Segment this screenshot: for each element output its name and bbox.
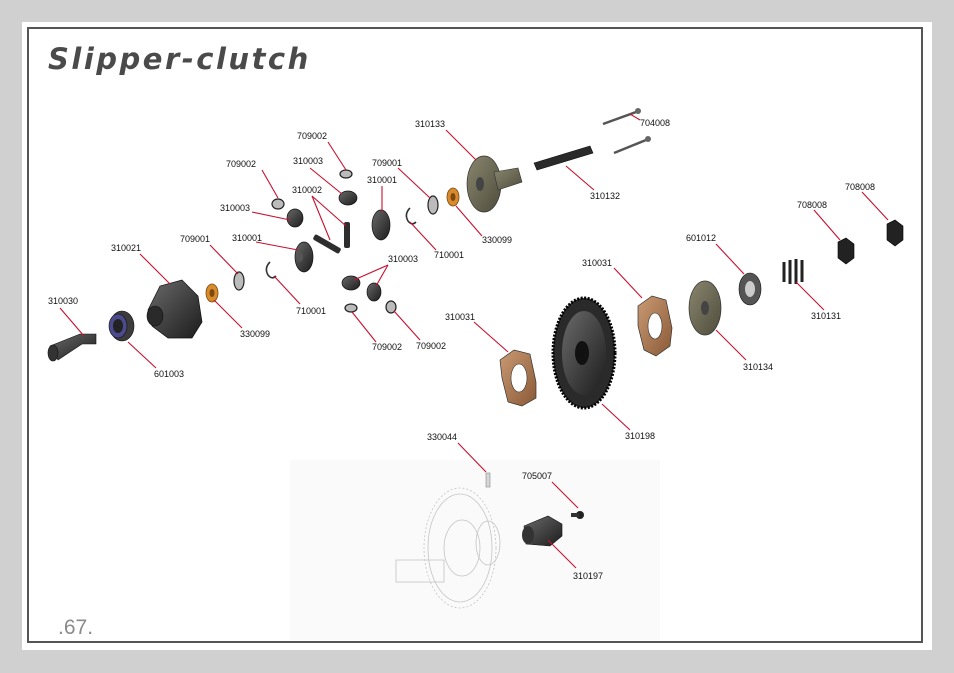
label-310134: 310134 xyxy=(743,362,773,372)
pin-330044 xyxy=(485,472,491,488)
label-601003: 601003 xyxy=(154,369,184,379)
clip-710001-right xyxy=(405,207,417,225)
pins-704008 xyxy=(602,108,651,155)
label-709001-left: 709001 xyxy=(180,234,210,244)
label-310001-left: 310001 xyxy=(232,233,262,243)
bearing-601003 xyxy=(108,310,135,342)
label-310002: 310002 xyxy=(292,185,322,195)
label-709002-c: 709002 xyxy=(372,342,402,352)
clip-710001-left xyxy=(265,261,277,279)
label-310003-lower: 310003 xyxy=(388,254,418,264)
washer-709002-c xyxy=(344,303,358,313)
label-310197: 310197 xyxy=(573,571,603,581)
label-709002-d: 709002 xyxy=(416,341,446,351)
label-310132: 310132 xyxy=(590,191,620,201)
diff-gear-310001-right xyxy=(371,209,391,241)
spring-310131 xyxy=(782,259,804,284)
washer-709002-d xyxy=(385,300,397,314)
nut-708008-a xyxy=(837,237,855,265)
cross-pins-310002 xyxy=(313,222,350,254)
assembly-inset xyxy=(290,460,660,640)
pressure-plate-310134 xyxy=(688,280,722,336)
label-310030: 310030 xyxy=(48,296,78,306)
spider-gear-310003-top xyxy=(286,208,304,228)
label-310003-upper: 310003 xyxy=(293,156,323,166)
label-310021: 310021 xyxy=(111,243,141,253)
label-310031-right: 310031 xyxy=(582,258,612,268)
washer-709002-b xyxy=(339,169,353,179)
label-310001-right: 310001 xyxy=(367,175,397,185)
page-title: Slipper-clutch xyxy=(48,42,311,76)
nut-708008-b xyxy=(886,219,904,247)
label-704008: 704008 xyxy=(640,118,670,128)
bushing-330099-left xyxy=(205,283,219,303)
label-310131: 310131 xyxy=(811,311,841,321)
slipper-hub-310133 xyxy=(466,155,523,213)
label-710001-left: 710001 xyxy=(296,306,326,316)
label-330044: 330044 xyxy=(427,432,457,442)
slipper-pad-310031-right xyxy=(637,295,673,357)
label-708008-a: 708008 xyxy=(797,200,827,210)
spider-gear-310003-bottom xyxy=(341,275,382,302)
washer-709001-left xyxy=(233,271,245,291)
label-310003-left: 310003 xyxy=(220,203,250,213)
washer-709002-a xyxy=(271,198,285,210)
slipper-pad-310031-left xyxy=(499,349,537,407)
screw-705007 xyxy=(571,511,584,519)
label-330099-left: 330099 xyxy=(240,329,270,339)
part-labels: 310030 601003 310021 709001 330099 31000… xyxy=(48,118,875,581)
label-310133: 310133 xyxy=(415,119,445,129)
label-601012: 601012 xyxy=(686,233,716,243)
shaft-310132 xyxy=(533,145,594,171)
label-330099-right: 330099 xyxy=(482,235,512,245)
label-709002-b: 709002 xyxy=(297,131,327,141)
label-709001-right: 709001 xyxy=(372,158,402,168)
spur-gear-310198 xyxy=(551,296,617,410)
label-310031-left: 310031 xyxy=(445,312,475,322)
label-705007: 705007 xyxy=(522,471,552,481)
outdrive-310197 xyxy=(522,515,563,547)
outdrive-cup-310030 xyxy=(47,333,97,362)
diff-gear-310001-left xyxy=(294,241,314,273)
page-frame xyxy=(27,27,923,643)
bushing-330099-right xyxy=(446,187,460,207)
leader-lines xyxy=(59,113,889,569)
spider-gear-310003-upper xyxy=(338,190,358,206)
label-708008-b: 708008 xyxy=(845,182,875,192)
page-number: .67. xyxy=(58,616,94,639)
diff-case-310021 xyxy=(146,279,203,339)
washer-709001-right xyxy=(427,195,439,215)
label-709002-a: 709002 xyxy=(226,159,256,169)
label-310198: 310198 xyxy=(625,431,655,441)
label-710001-right: 710001 xyxy=(434,250,464,260)
bearing-601012 xyxy=(738,272,762,306)
